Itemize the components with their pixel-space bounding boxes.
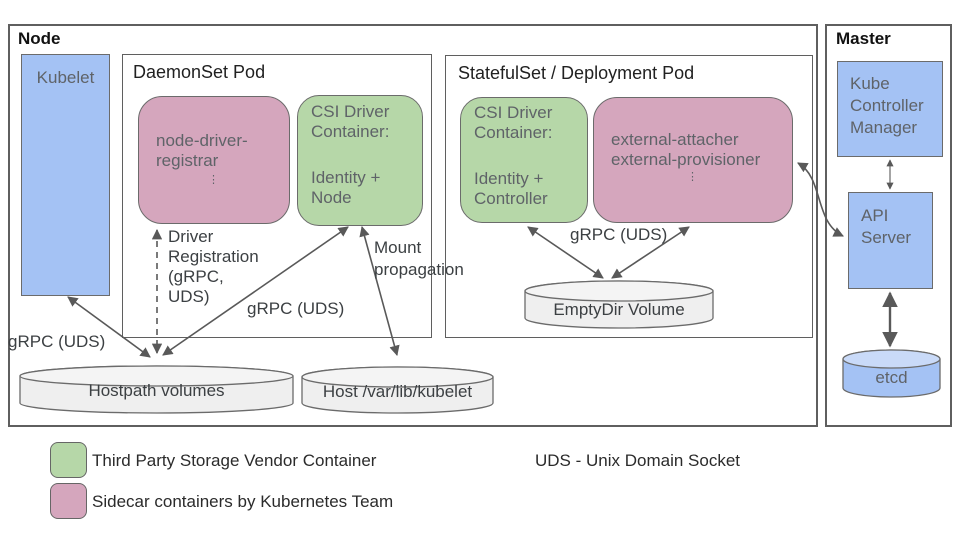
csi-node-line: Identity + [311,168,381,187]
uds-note: UDS - Unix Domain Socket [535,451,741,470]
etcd-label: etcd [875,368,908,387]
kcm-line: Manager [850,118,918,137]
sidecar-ellipsis: ⋮ [687,171,699,183]
driver-registration-line: Driver [168,227,214,246]
mount-propagation-line: Mount [374,238,422,257]
registrar-line: node-driver- [156,131,248,150]
api-server-box: API Server [848,192,933,289]
csi-controller-line: Identity + [474,169,544,188]
grpc-uds-label-mid: gRPC (UDS) [247,299,345,318]
csi-node-container-box: CSI Driver Container: Identity + Node [297,95,423,226]
registrar-line: registrar [156,151,219,170]
kcm-line: Controller [850,96,924,115]
legend-pink-label: Sidecar containers by Kubernetes Team [92,492,394,511]
daemonset-pod-title: DaemonSet Pod [133,62,266,82]
csi-controller-line: CSI Driver [474,103,553,122]
api-server-line: Server [861,228,912,247]
hostpath-volumes-label: Hostpath volumes [88,381,225,400]
grpc-uds-label-left: gRPC (UDS) [8,332,106,351]
sidecar-containers-box: external-attacher external-provisioner ⋮ [593,97,793,223]
legend-green-label: Third Party Storage Vendor Container [92,451,377,470]
legend-pink-swatch [50,483,87,519]
node-title: Node [18,29,61,48]
driver-registration-line: UDS) [168,287,210,306]
legend-green-swatch [50,442,87,478]
driver-registration-line: (gRPC, [168,267,224,286]
sidecar-line: external-attacher [611,130,739,149]
statefulset-pod-title: StatefulSet / Deployment Pod [458,63,695,83]
csi-node-line: Node [311,188,352,207]
csi-controller-line: Controller [474,189,548,208]
csi-node-line: CSI Driver [311,102,390,121]
node-driver-registrar-box: node-driver- registrar ⋮ [138,96,290,224]
csi-controller-container-box: CSI Driver Container: Identity + Control… [460,97,588,223]
csi-node-line: Container: [311,122,390,141]
kubelet-label: Kubelet [36,68,95,87]
csi-controller-line: Container: [474,123,553,142]
kubelet-box [21,54,110,296]
driver-registration-line: Registration [168,247,259,266]
api-server-line: API [861,206,889,225]
mount-propagation-line: propagation [374,260,464,279]
host-var-lib-kubelet-label: Host /var/lib/kubelet [322,382,473,401]
registrar-ellipsis: ⋮ [208,174,220,186]
grpc-uds-label-right: gRPC (UDS) [570,225,668,244]
master-title: Master [836,29,891,48]
sidecar-line: external-provisioner [611,150,761,169]
kcm-line: Kube [850,74,890,93]
emptydir-volume-label: EmptyDir Volume [553,300,685,319]
kube-controller-manager-box: Kube Controller Manager [837,61,943,157]
